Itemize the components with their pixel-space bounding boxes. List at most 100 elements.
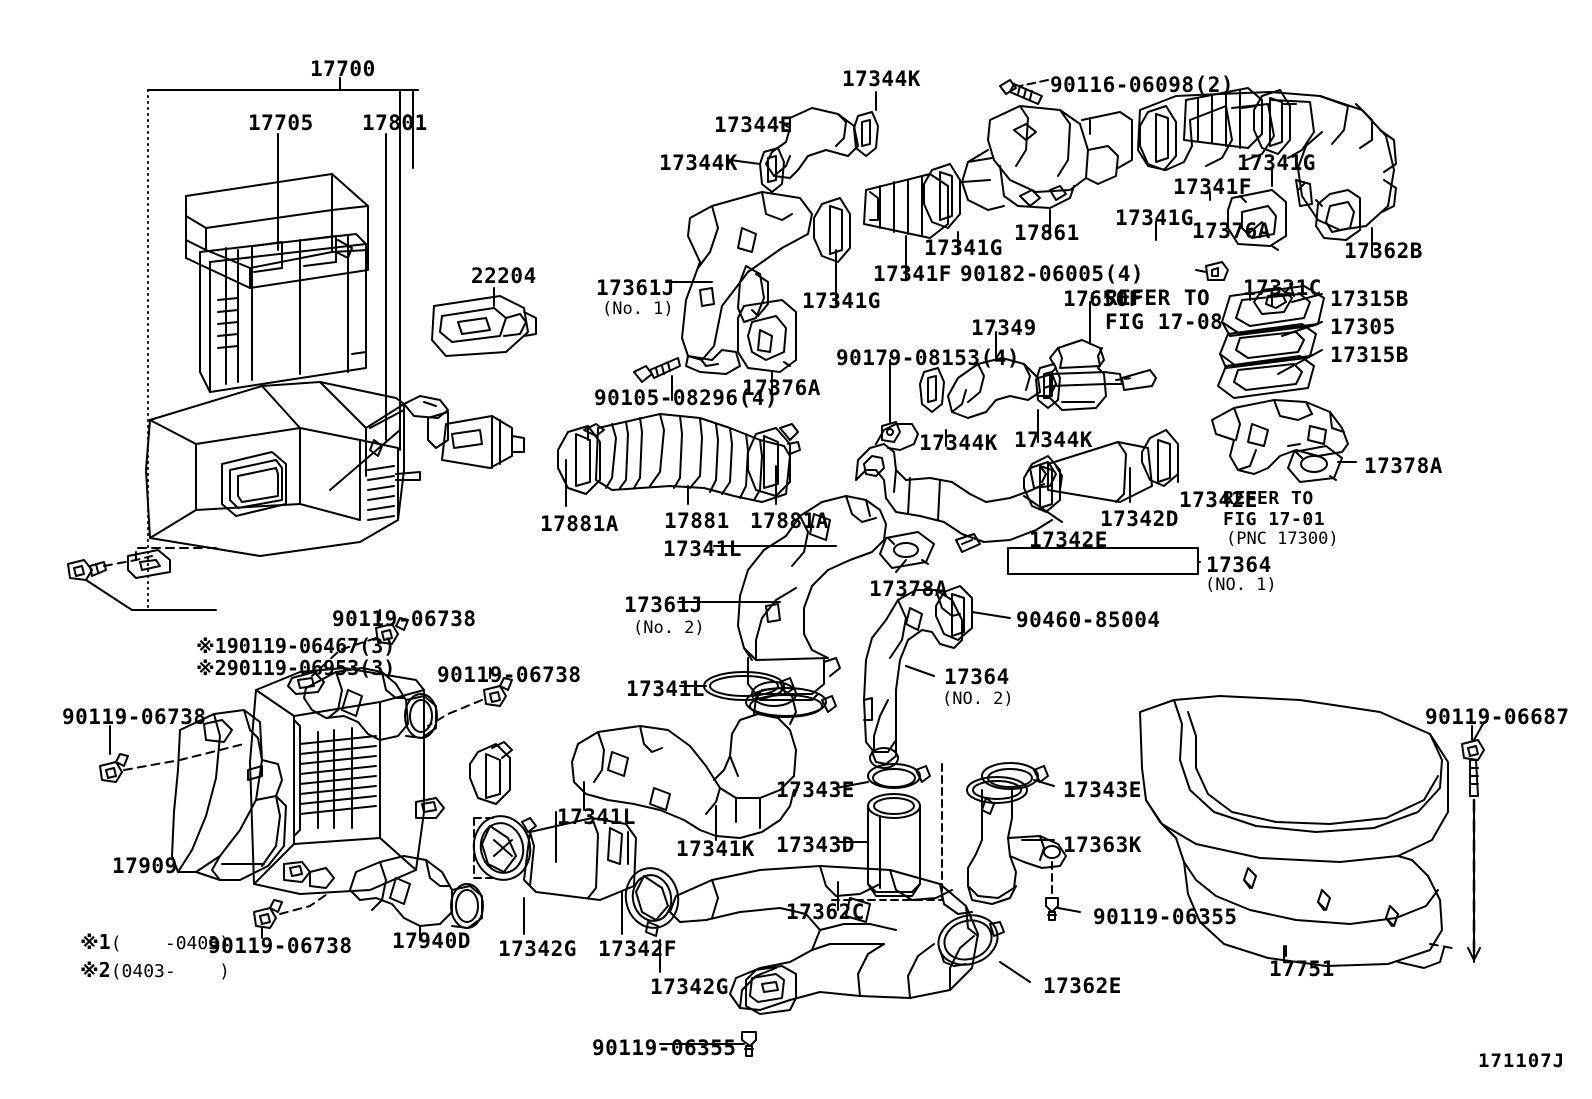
bolt-90116-06098 <box>999 79 1043 105</box>
clamp-ring-17341g-a <box>923 163 961 229</box>
label-17700: 17700 <box>310 57 376 81</box>
label-17364-no2-sub: (NO. 2) <box>942 689 1014 709</box>
bolt-90119-06467-left <box>67 559 217 611</box>
air-cleaner-cap-17705 <box>185 173 369 289</box>
maf-sensor-22204 <box>431 295 537 357</box>
intercooler-pipe-right <box>1211 399 1349 475</box>
diagram-code: 171107J <box>1478 1050 1566 1072</box>
asterism-mark-1: ※ <box>196 636 215 658</box>
label-17881a-left: 17881A <box>540 512 619 536</box>
label-17341g-a: 17341G <box>924 236 1003 260</box>
clip-17344k-left <box>759 147 785 193</box>
label-90116-06098: 90116-06098(2) <box>1050 73 1235 97</box>
leader-lines <box>221 77 1485 1045</box>
label-17344e: 17344E <box>714 113 793 137</box>
label-17315b-upper: 17315B <box>1330 287 1409 311</box>
label-17362c: 17362C <box>786 900 865 924</box>
hose-17349 <box>947 357 1057 419</box>
label-90105-08296: 90105-08296(4) <box>594 386 779 410</box>
clip-17344k-mid-a <box>919 367 945 413</box>
intake-pipe-17861 <box>961 105 1133 211</box>
label-90460-85004: 90460-85004 <box>1016 608 1161 632</box>
note-90119-06467-text: 190119-06467(3) <box>214 634 396 658</box>
legend-note-1: ※1( -0403) <box>32 906 230 978</box>
clamp-17881a-left <box>557 423 605 495</box>
label-17315b-lower: 17315B <box>1330 343 1409 367</box>
label-17341g-c: 17341G <box>1115 206 1194 230</box>
bolt-90182-06005 <box>1195 261 1229 281</box>
label-17376a-b: 17376A <box>1192 219 1271 243</box>
bolt-90119-06355-right <box>1045 897 1059 921</box>
label-refer-to-fig-17-01-pnc: (PNC 17300) <box>1226 529 1339 549</box>
washer-90179-08153 <box>881 421 901 443</box>
bolt-90119-06738-a <box>311 609 409 677</box>
label-17305: 17305 <box>1330 315 1396 339</box>
bellows-hose-17341f-b <box>1183 87 1263 149</box>
clip-17344k-top <box>853 111 879 157</box>
label-17362b: 17362B <box>1344 239 1423 263</box>
duct-cover-17751 <box>1139 695 1449 969</box>
asterism-mark-legend-2: ※ <box>80 960 99 982</box>
label-17341f-a: 17341F <box>873 262 952 286</box>
gasket-17376a-b <box>1227 189 1287 251</box>
label-90182-06005: 90182-06005(4) <box>960 262 1145 286</box>
label-17378a-right: 17378A <box>1364 454 1443 478</box>
gasket-17378a-center <box>879 531 935 569</box>
air-cleaner-filter-element <box>199 233 367 393</box>
label-17751: 17751 <box>1269 957 1335 981</box>
label-17940d: 17940D <box>392 929 471 953</box>
note-90119-06953: ※290119-06953(3) <box>148 632 395 704</box>
label-17344k-left: 17344K <box>659 151 738 175</box>
label-17344k-mid-b: 17344K <box>1014 428 1093 452</box>
bellows-hose-17881 <box>595 413 791 503</box>
label-22204: 22204 <box>471 264 537 288</box>
label-17321c: 17321C <box>1243 276 1322 300</box>
clamp-ring-17341g-d <box>1253 89 1291 155</box>
label-17364-no1-sub: (NO. 1) <box>1205 575 1277 595</box>
label-17343e-a: 17343E <box>776 778 855 802</box>
label-17344k-mid-a: 17344K <box>919 431 998 455</box>
clamp-ring-17343e-a <box>867 763 931 789</box>
clamp-ring-17341g-b <box>813 197 851 263</box>
elbow-17363k <box>966 776 1067 905</box>
vacuum-valve-17650f <box>1043 339 1157 411</box>
bolt-90105-08296 <box>633 357 681 383</box>
label-17341l-lower: 17341L <box>626 677 705 701</box>
label-17344k-top: 17344K <box>842 67 921 91</box>
clamp-ring-17341g-c <box>1139 105 1177 171</box>
legend-note-2-text: (0403- ) <box>110 961 230 982</box>
legend-note-2: ※2(0403- ) <box>32 934 230 1006</box>
label-17342g-right: 17342G <box>650 975 729 999</box>
label-17909: 17909 <box>112 854 178 878</box>
inlet-cover-17909 <box>171 709 287 881</box>
label-17861: 17861 <box>1014 221 1080 245</box>
label-17881: 17881 <box>664 509 730 533</box>
note-90119-06467: ※190119-06467(3) <box>148 610 395 682</box>
label-17378a-center: 17378A <box>869 577 948 601</box>
hose-17344e <box>765 107 859 179</box>
bolt-90119-06738-b <box>427 667 513 727</box>
bolt-90119-06738-d <box>253 891 331 939</box>
label-90119-06355-bottom: 90119-06355 <box>592 1036 737 1060</box>
intake-manifold-17362b <box>1137 91 1397 241</box>
legend-note-1-text: ( -0403) <box>110 933 230 954</box>
label-17364-no1: 17364 <box>1206 553 1272 577</box>
clamp-ring-17342g-right <box>624 867 680 937</box>
label-17361j-no2-sub: (No. 2) <box>633 618 705 638</box>
label-17342d: 17342D <box>1100 507 1179 531</box>
label-refer-to-fig-17-01-line1: REFER TO <box>1223 488 1314 509</box>
label-17341k: 17341K <box>676 837 755 861</box>
label-17341f-b: 17341F <box>1173 175 1252 199</box>
label-90179-08153: 90179-08153(4) <box>836 346 1021 370</box>
label-17364-no2: 17364 <box>944 665 1010 689</box>
label-90119-06355-right: 90119-06355 <box>1093 905 1238 929</box>
bellows-hose-17341f-a <box>863 173 949 239</box>
asterism-mark-2: ※ <box>196 658 215 680</box>
air-duct-17362c <box>669 865 979 1015</box>
label-17341g-b: 17341G <box>802 289 881 313</box>
label-17342e-a: 17342E <box>1029 528 1108 552</box>
label-17349: 17349 <box>971 316 1037 340</box>
elbow-hose-17341k <box>571 681 797 839</box>
label-17342f: 17342F <box>598 937 677 961</box>
